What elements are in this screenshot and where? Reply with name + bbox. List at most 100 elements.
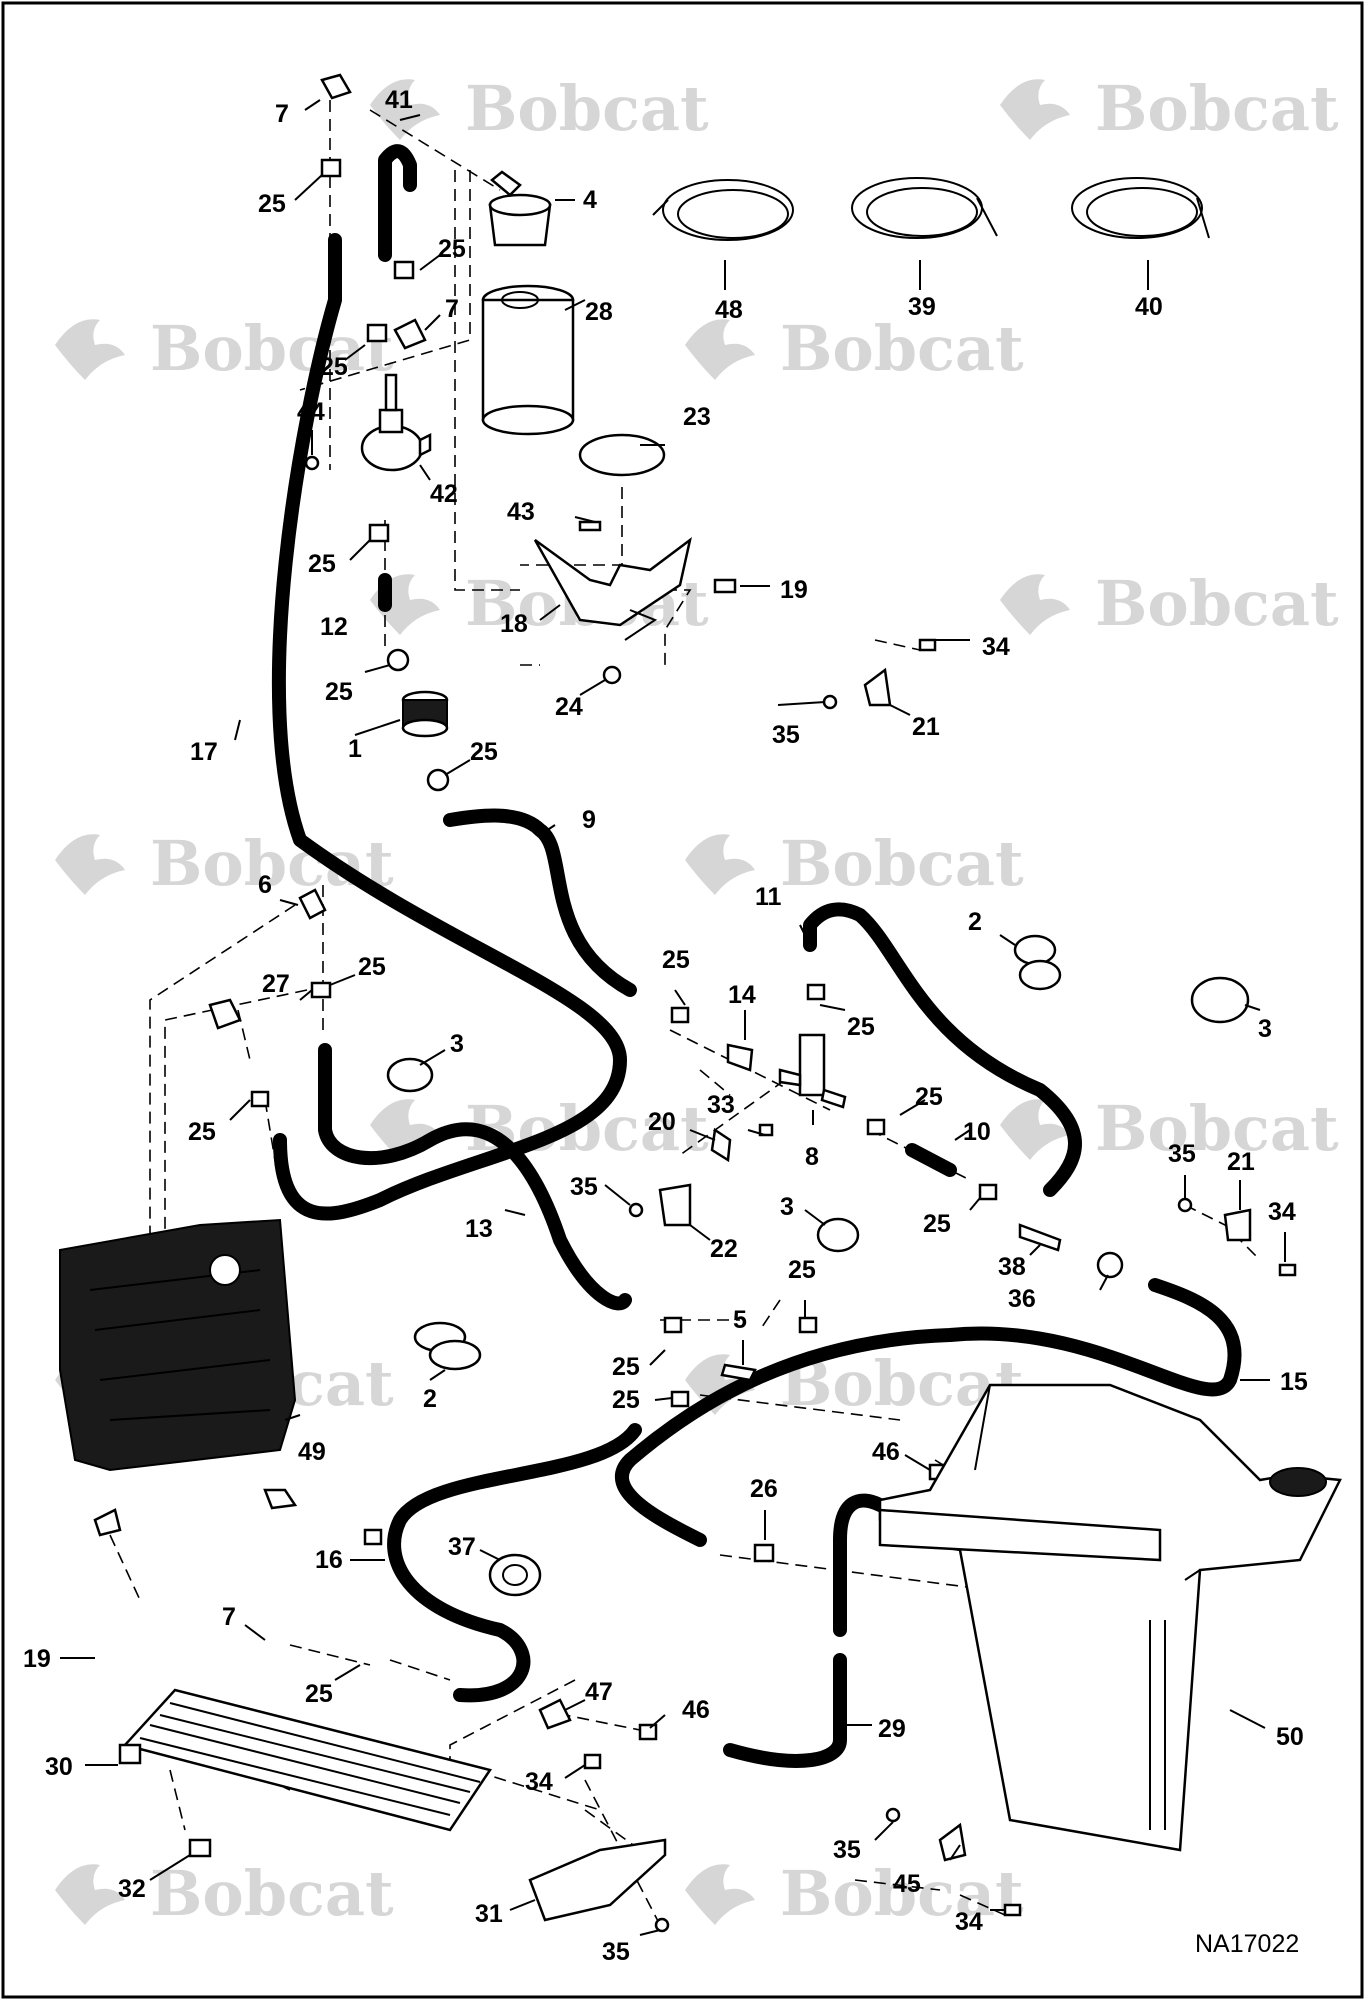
callout-label: 16 [315, 1546, 343, 1574]
hose-10 [905, 1143, 957, 1177]
elbow-fitting-7 [393, 318, 427, 350]
bolt-34 [1278, 1263, 1297, 1277]
callout-label: 10 [963, 1118, 991, 1146]
clamp-25 [320, 158, 342, 178]
callout-label: 36 [1008, 1285, 1036, 1313]
callout-label: 30 [45, 1753, 73, 1781]
clamp-3 [1190, 976, 1250, 1024]
fuel-cooler-30 [93, 1488, 658, 1858]
clamp-25 [250, 1090, 270, 1108]
callout-label: 35 [602, 1938, 630, 1966]
callout-label: 35 [772, 721, 800, 749]
watermark-text: Bobcat [1095, 1092, 1339, 1165]
callout-label: 6 [258, 871, 272, 899]
clamp-25 [426, 768, 450, 792]
watermark-logo: Bobcat [1000, 72, 1339, 145]
clamp-25 [310, 981, 332, 999]
watermark-text: Bobcat [150, 1857, 394, 1930]
callout-label: 35 [1168, 1140, 1196, 1168]
hose-15 [615, 1278, 1242, 1547]
callout-label: 21 [1227, 1148, 1255, 1176]
watermark-logo: Bobcat [55, 827, 394, 900]
elbow-fitting-7 [263, 1488, 298, 1510]
tee-fitting-8 [778, 1033, 847, 1109]
callout-label: 25 [662, 946, 690, 974]
callout-label: 50 [1276, 1723, 1304, 1751]
hose-coil-40 [1071, 177, 1210, 239]
hose-17 [271, 233, 627, 1221]
clamp-25 [798, 1316, 818, 1334]
callout-label: 25 [320, 353, 348, 381]
callout-label: 25 [438, 235, 466, 263]
clamp-3 [386, 1057, 434, 1093]
clamp-25 [363, 1528, 383, 1546]
clamp-25 [806, 983, 826, 1001]
inline-filter-1 [401, 690, 449, 738]
callout-label: 34 [1268, 1198, 1296, 1226]
callout-label: 7 [275, 100, 289, 128]
callout-label: 25 [188, 1118, 216, 1146]
watermark-logo: Bobcat [1000, 567, 1339, 640]
callout-label: 41 [385, 86, 413, 114]
watermark-logo: Bobcat [685, 312, 1024, 385]
callout-label: 34 [982, 633, 1010, 661]
callout-label: 3 [780, 1193, 794, 1221]
callout-label: 46 [682, 1696, 710, 1724]
nut-24 [602, 665, 622, 685]
clip-22 [658, 1183, 692, 1227]
bolt-34 [918, 638, 937, 652]
hose-coil-48 [652, 179, 794, 241]
callout-label: 3 [1258, 1015, 1272, 1043]
elbow-fitting-47 [538, 1698, 572, 1730]
callout-label: 48 [715, 296, 743, 324]
hose-9 [443, 808, 637, 997]
callout-label: 4 [583, 186, 597, 214]
callout-label: 2 [423, 1385, 437, 1413]
callout-label: 45 [893, 1870, 921, 1898]
nut-35 [1177, 1197, 1193, 1213]
callout-label: 19 [23, 1645, 51, 1673]
watermark-logo: Bobcat [685, 827, 1024, 900]
callout-label: 39 [908, 293, 936, 321]
clamp-25 [663, 1316, 683, 1334]
elbow-fitting-27 [208, 998, 242, 1030]
callout-label: 34 [955, 1908, 983, 1936]
fitting-38 [1018, 1223, 1062, 1252]
callout-label: 33 [707, 1091, 735, 1119]
callout-label: 38 [998, 1253, 1026, 1281]
callout-label: 25 [308, 550, 336, 578]
callout-label: 12 [320, 613, 348, 641]
elbow-fitting-6 [298, 888, 327, 920]
clamp-25 [866, 1118, 886, 1136]
tank-clip-45 [885, 1807, 1022, 1917]
fuel-filter-assembly [481, 170, 737, 685]
cooler-bracket-31 [528, 1753, 670, 1933]
callout-label: 27 [262, 970, 290, 998]
clamp-25 [393, 260, 415, 280]
callout-label: 25 [923, 1210, 951, 1238]
callout-label: 25 [358, 953, 386, 981]
callout-label: 34 [525, 1768, 553, 1796]
clamp-25 [670, 1390, 690, 1408]
callout-label: 20 [648, 1108, 676, 1136]
callout-label: 2 [968, 908, 982, 936]
callout-label: 14 [728, 981, 756, 1009]
callout-label: 25 [612, 1353, 640, 1381]
callout-label: 35 [833, 1836, 861, 1864]
callout-label: 13 [465, 1215, 493, 1243]
nut-35 [628, 1202, 644, 1218]
callout-label: 42 [430, 480, 458, 508]
clamp-20 [710, 1127, 732, 1163]
drawing-number: NA17022 [1195, 1930, 1299, 1958]
watermark-logo: Bobcat [55, 312, 394, 385]
hose-coils [652, 177, 1210, 241]
clamp-2 [1013, 934, 1057, 966]
fuel-hoses [271, 144, 1242, 1768]
callout-label: 19 [780, 576, 808, 604]
callout-label: 22 [710, 1235, 738, 1263]
watermark-logo: Bobcat [370, 72, 709, 145]
clamp-25 [368, 523, 390, 543]
grommet-37 [488, 1553, 542, 1597]
